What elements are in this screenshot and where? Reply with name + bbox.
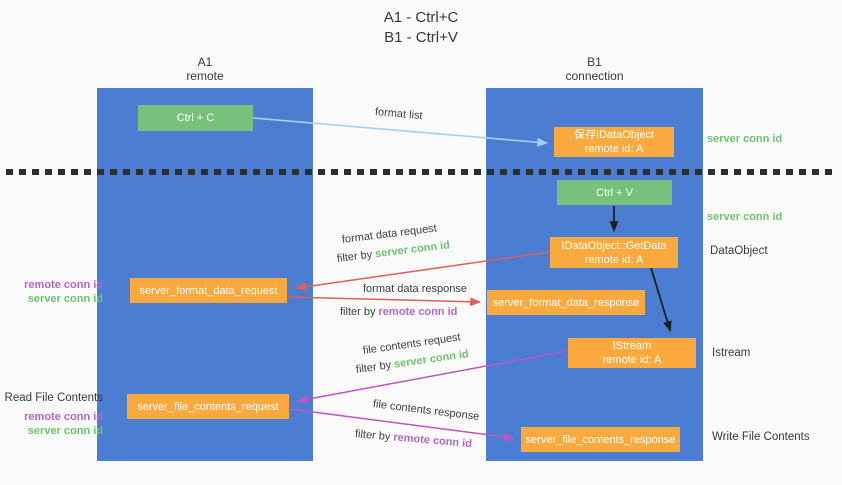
- remote-conn-id-label-left-2: remote conn id: [24, 411, 103, 423]
- filter-by-remote-conn-label-1: filter by remote conn id: [340, 306, 457, 318]
- getdata-line1: IDataObject::GetData: [561, 239, 667, 252]
- read-file-contents-label: Read File Contents: [4, 392, 103, 404]
- ctrl-v-label: Ctrl + V: [596, 186, 633, 199]
- server-format-data-response-box: server_format_data_response: [487, 290, 645, 315]
- server-format-data-request-label: server_format_data_request: [139, 284, 278, 297]
- title-line-2: B1 - Ctrl+V: [384, 29, 458, 46]
- istream-line2: remote id: A: [602, 354, 662, 366]
- file-contents-response-arrow: [289, 408, 516, 442]
- save-idataobject-line1: 保存IDataObject: [573, 129, 655, 141]
- getdata-box: IDataObject::GetData remote id: A: [550, 237, 678, 268]
- remote-conn-id-text: remote conn id: [378, 306, 458, 318]
- a1-title: A1: [197, 55, 213, 69]
- getdata-to-istream-arrow: [650, 267, 672, 333]
- server-file-contents-response-label: server_file_contents_response: [525, 433, 676, 446]
- save-idataobject-line2: remote id: A: [584, 143, 644, 155]
- save-idataobject-box: 保存IDataObject remote id: A: [554, 127, 674, 157]
- format-data-response-arrow: [287, 296, 482, 307]
- file-contents-request-arrow: [295, 350, 568, 404]
- server-format-data-response-label: server_format_data_response: [492, 296, 640, 309]
- remote-conn-id-label-left-1: remote conn id: [24, 279, 103, 291]
- ctrl-v-box: Ctrl + V: [557, 180, 672, 205]
- getdata-line2: remote id: A: [584, 253, 644, 266]
- server-file-contents-request-label: server_file_contents_request: [137, 400, 279, 413]
- server-conn-id-label-left-1: server conn id: [27, 293, 103, 305]
- server-format-data-request-box: server_format_data_request: [130, 278, 287, 303]
- dataobject-label: DataObject: [710, 245, 768, 257]
- istream-line1: IStream: [612, 340, 652, 352]
- ctrl-c-label: Ctrl + C: [176, 112, 215, 124]
- server-file-contents-request-box: server_file_contents_request: [127, 394, 289, 419]
- server-conn-id-label-mid-right: server conn id: [707, 211, 783, 223]
- dotted-divider: [6, 169, 836, 175]
- server-file-contents-response-box: server_file_contents_response: [521, 427, 680, 452]
- b1-subtitle: connection: [565, 69, 624, 83]
- istream-side-label: Istream: [712, 347, 751, 359]
- istream-box: IStream remote id: A: [568, 338, 696, 368]
- a1-column-header: A1 remote: [97, 55, 313, 83]
- format-list-arrow: [252, 117, 549, 147]
- diagram-title: A1 - Ctrl+C B1 - Ctrl+V: [0, 8, 842, 48]
- server-conn-id-label-left-2: server conn id: [27, 425, 103, 437]
- b1-title: B1: [587, 55, 602, 69]
- write-file-contents-label: Write File Contents: [712, 431, 810, 443]
- format-data-response-label: format data response: [363, 283, 467, 295]
- b1-column-header: B1 connection: [486, 55, 703, 83]
- server-conn-id-label-top-right: server conn id: [707, 133, 783, 145]
- filter-by-text: filter by: [340, 306, 379, 318]
- a1-subtitle: remote: [186, 69, 224, 83]
- ctrl-c-box: Ctrl + C: [138, 105, 253, 131]
- title-line-1: A1 - Ctrl+C: [383, 9, 459, 26]
- format-data-request-arrow: [294, 251, 550, 292]
